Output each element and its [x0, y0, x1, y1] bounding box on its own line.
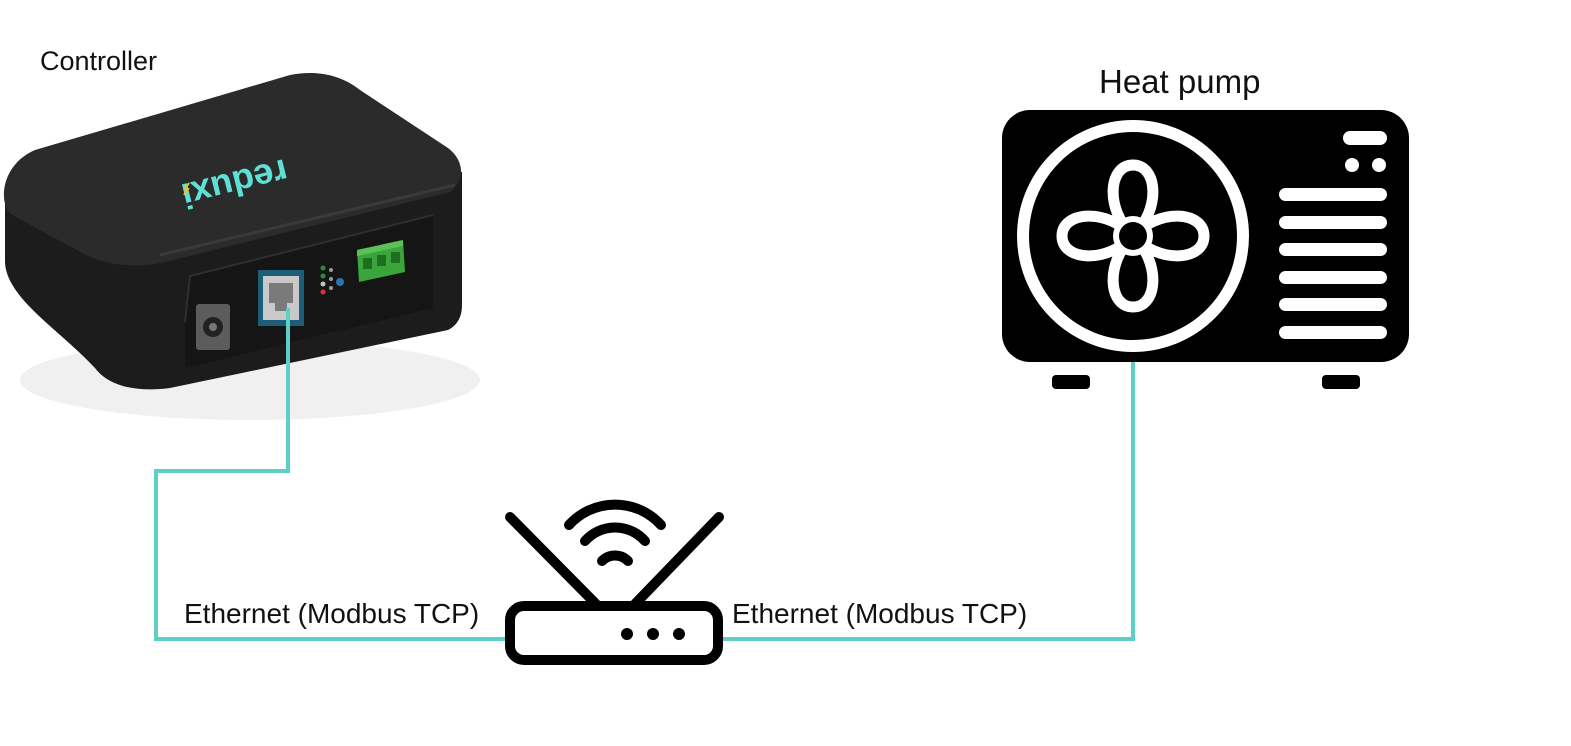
status-leds: [320, 265, 344, 295]
link-label-left: Ethernet (Modbus TCP): [184, 598, 480, 629]
ethernet-cables: [154, 308, 1135, 641]
controller-device: reduxi: [3, 72, 480, 420]
rj45-port: [258, 270, 304, 326]
heat-pump-icon: [1002, 110, 1409, 389]
controller-label: Controller: [40, 46, 158, 76]
link-label-right: Ethernet (Modbus TCP): [732, 598, 1028, 629]
cable-controller-to-router: [154, 308, 508, 641]
vent-slats: [1279, 188, 1387, 339]
dc-power-jack: [196, 304, 230, 350]
cable-router-to-heat-pump: [722, 360, 1135, 641]
wifi-router-icon: [505, 499, 724, 665]
heat-pump-label: Heat pump: [1099, 63, 1261, 100]
terminal-block: [357, 240, 405, 282]
fan-blades: [1056, 159, 1210, 313]
